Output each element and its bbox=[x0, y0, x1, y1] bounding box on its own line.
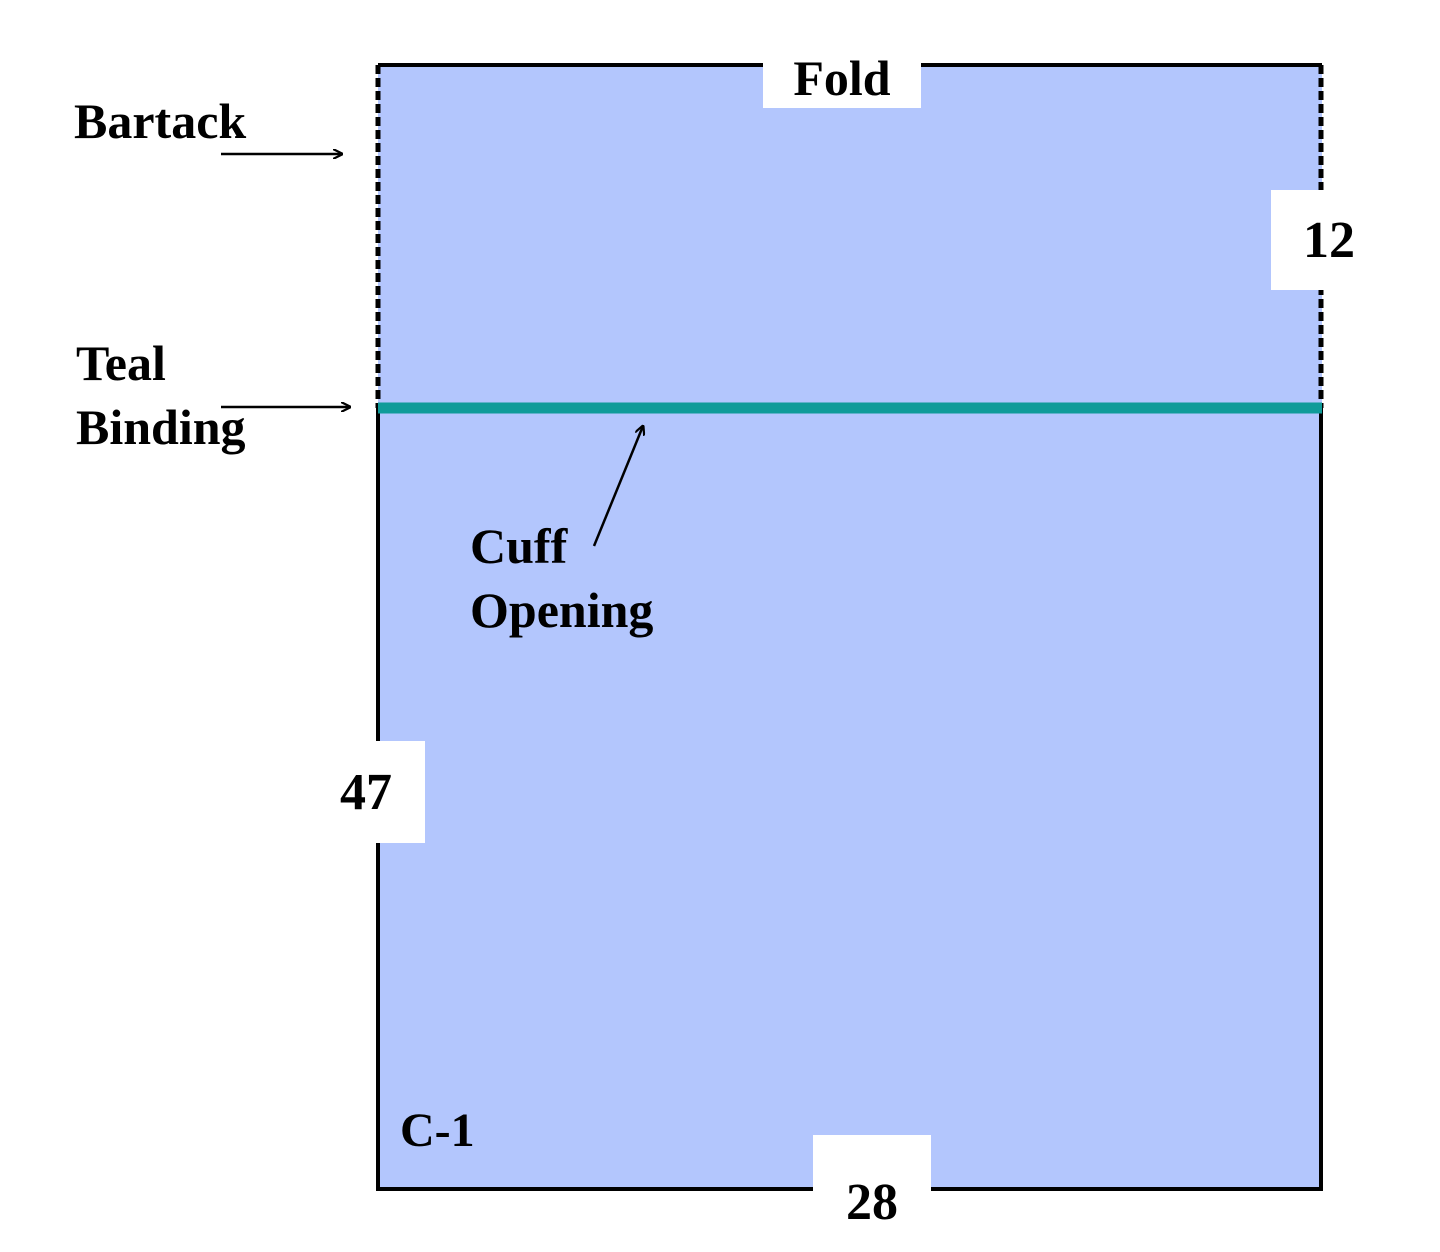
cuff-opening-label-line1: Cuff bbox=[470, 518, 568, 574]
cuff-opening-label-line2: Opening bbox=[470, 582, 654, 638]
piece-id-label: C-1 bbox=[400, 1104, 475, 1157]
dimension-width-box: 28 bbox=[813, 1135, 931, 1245]
teal-binding-label-line2: Binding bbox=[76, 399, 246, 455]
dimension-total-height-box: 47 bbox=[307, 741, 425, 843]
fabric-panel bbox=[378, 65, 1322, 1189]
fold-label: Fold bbox=[793, 50, 891, 106]
dimension-fold-height: 12 bbox=[1303, 211, 1355, 269]
dimension-total-height: 47 bbox=[340, 763, 392, 821]
bartack-label: Bartack bbox=[74, 93, 247, 149]
fold-label-box: Fold bbox=[763, 48, 921, 108]
cuff-opening-arrow bbox=[592, 426, 643, 547]
teal-binding-label-line1: Teal bbox=[76, 335, 166, 391]
dimension-width: 28 bbox=[846, 1174, 898, 1231]
dimension-fold-height-box: 12 bbox=[1271, 190, 1387, 290]
